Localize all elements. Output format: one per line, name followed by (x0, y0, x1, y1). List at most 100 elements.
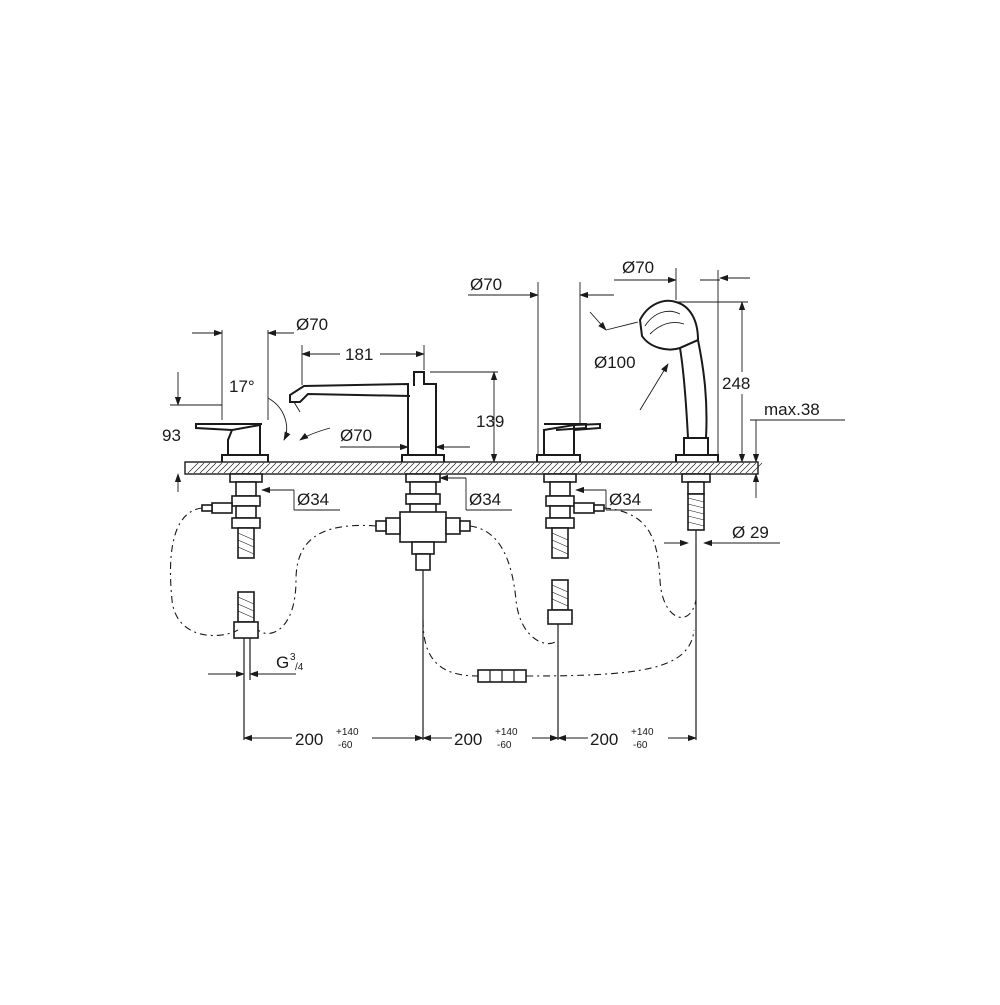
deck-hatch-line (295, 462, 307, 474)
deck-hatch-line (613, 462, 625, 474)
spacing-base: 200 (590, 730, 618, 749)
spacing-minus: -60 (497, 740, 512, 751)
deck-hatch-line (439, 462, 451, 474)
deck-hatch-line (331, 462, 343, 474)
spacing-plus: +140 (631, 727, 654, 738)
deck-hatch-line (589, 462, 601, 474)
left-valve-handle (195, 423, 269, 740)
deck-hatch-line (193, 462, 205, 474)
hand-shower (638, 299, 719, 740)
label-248: 248 (722, 374, 750, 393)
deck-hatch-line (481, 462, 493, 474)
deck-hatch-line (541, 462, 553, 474)
deck-hatch-line (319, 462, 331, 474)
deck-hatch-line (565, 462, 577, 474)
deck-hatch-line (385, 462, 397, 474)
deck-hatch-line (235, 462, 247, 474)
deck-hatch-line (307, 462, 319, 474)
deck-hatch-line (643, 462, 655, 474)
deck-hatch-line (397, 462, 409, 474)
label-max38: max.38 (764, 400, 820, 419)
deck-hatch-line (403, 462, 415, 474)
deck-hatch-line (391, 462, 403, 474)
deck-hatch-line (505, 462, 517, 474)
deck-hatch-line (607, 462, 619, 474)
deck-hatch-line (217, 462, 229, 474)
deck-hatch-line (355, 462, 367, 474)
deck-hatch-line (697, 462, 709, 474)
dimension-lines (170, 268, 845, 742)
deck-hatch-line (409, 462, 421, 474)
deck-hatch-line (631, 462, 643, 474)
deck-hatch-line (529, 462, 541, 474)
bath-spout (289, 371, 471, 740)
deck-hatch-line (451, 462, 463, 474)
deck-hatch-line (265, 462, 277, 474)
label-dia34-mid: Ø34 (469, 490, 501, 509)
deck-hatch-line (583, 462, 595, 474)
deck-hatch-line (241, 462, 253, 474)
label-thread-g: G (276, 653, 289, 672)
deck-hatch-line (559, 462, 571, 474)
spacing-base: 200 (454, 730, 482, 749)
deck-hatch-line (457, 462, 469, 474)
deck-hatch-line (211, 462, 223, 474)
deck-hatch-line (379, 462, 391, 474)
deck-hatch-line (277, 462, 289, 474)
deck-hatch-line (325, 462, 337, 474)
spacing-minus: -60 (633, 740, 648, 751)
deck-hatch-line (493, 462, 505, 474)
spacing-minus: -60 (338, 740, 353, 751)
deck-hatch-line (703, 462, 715, 474)
deck-hatch-line (433, 462, 445, 474)
deck-hatch-line (271, 462, 283, 474)
deck-hatch-line (595, 462, 607, 474)
spacing-label-2: 200 +140 -60 (452, 725, 532, 751)
deck-hatch-line (625, 462, 637, 474)
deck-hatch-line (487, 462, 499, 474)
deck-hatch-line (421, 462, 433, 474)
deck-hatch-line (511, 462, 523, 474)
deck-hatch-line (289, 462, 301, 474)
deck-hatch-line (601, 462, 613, 474)
label-139: 139 (476, 412, 504, 431)
deck-hatch-line (733, 462, 745, 474)
thread-label: G 3 /4 (276, 652, 304, 673)
deck-hatch-line (709, 462, 721, 474)
deck-hatch-line (745, 462, 757, 474)
deck-hatch-line (475, 462, 487, 474)
deck-hatch-line (367, 462, 379, 474)
deck-hatch-line (187, 462, 199, 474)
deck-hatch-line (349, 462, 361, 474)
deck-hatch-line (715, 462, 727, 474)
deck-hatch-line (259, 462, 271, 474)
deck-hatch-line (361, 462, 373, 474)
deck-hatch-line (415, 462, 427, 474)
hose-routing (170, 507, 697, 683)
label-dia70-right: Ø70 (622, 258, 654, 277)
label-dia70-mid: Ø70 (470, 275, 502, 294)
deck-hatch-line (247, 462, 259, 474)
deck-hatch-line (577, 462, 589, 474)
deck-hatch-line (445, 462, 457, 474)
right-valve-handle (536, 422, 605, 740)
deck-hatch-line (199, 462, 211, 474)
label-dia100: Ø100 (594, 353, 636, 372)
deck-hatch-line (667, 462, 679, 474)
deck-hatch-line (205, 462, 217, 474)
deck-hatch-line (553, 462, 565, 474)
deck-hatch-line (313, 462, 325, 474)
deck-hatch-line (637, 462, 649, 474)
label-thread-den: /4 (295, 662, 304, 673)
deck-hatch-line (751, 462, 763, 474)
deck-hatch-line (619, 462, 631, 474)
deck-hatch-line (661, 462, 673, 474)
deck-hatch-line (469, 462, 481, 474)
deck-hatch-line (223, 462, 235, 474)
label-dia34-right: Ø34 (609, 490, 641, 509)
deck-hatch-line (373, 462, 385, 474)
deck-hatch-line (229, 462, 241, 474)
deck-hatch-line (517, 462, 529, 474)
deck-hatch-line (337, 462, 349, 474)
label-angle-17: 17° (229, 377, 255, 396)
